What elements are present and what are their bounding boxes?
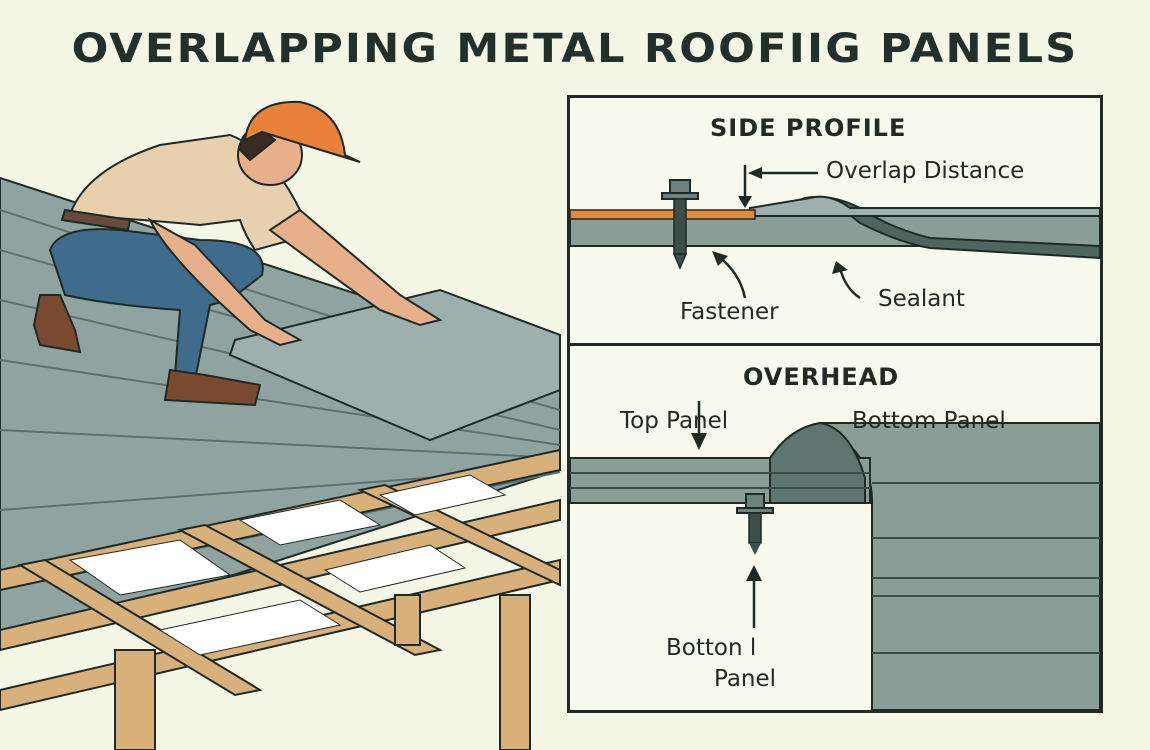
roof-scene-graphic bbox=[0, 100, 561, 750]
sealant-label: Sealant bbox=[878, 286, 965, 312]
section-divider bbox=[570, 343, 1100, 346]
bottom-panel-label: Bottom Panel bbox=[852, 408, 1006, 434]
roofer-illustration bbox=[0, 90, 570, 750]
side-profile-heading: SIDE PROFILE bbox=[710, 114, 907, 142]
diagram-title: OVERLAPPING METAL ROOFIIG PANELS bbox=[71, 26, 1079, 72]
bottom-panel-label-2-line2: Panel bbox=[714, 666, 777, 692]
top-panel-label: Top Panel bbox=[620, 408, 729, 434]
overlap-distance-label: Overlap Distance bbox=[826, 158, 1025, 184]
fastener-label: Fastener bbox=[680, 299, 779, 325]
overhead-heading: OVERHEAD bbox=[743, 363, 900, 391]
detail-panel: SIDE PROFILE Overlap Distance Fastener S… bbox=[567, 95, 1103, 713]
bottom-panel-label-2-line1: Botton l bbox=[666, 635, 757, 661]
detail-graphics bbox=[570, 165, 1100, 710]
